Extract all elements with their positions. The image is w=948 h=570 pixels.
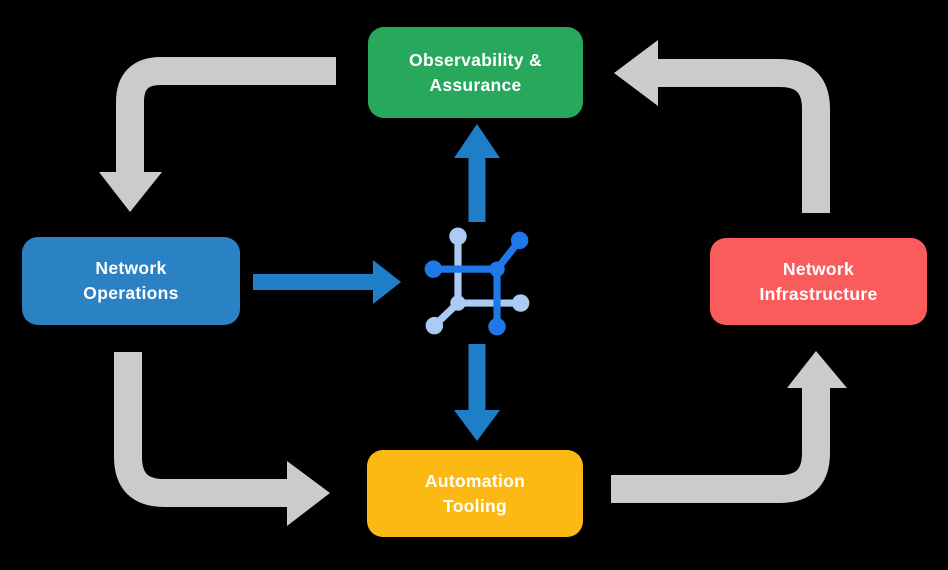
node-automation-tooling: Automation Tooling	[367, 450, 583, 537]
node-label-line: Infrastructure	[759, 283, 878, 304]
icon-light-branch	[425, 227, 530, 335]
arrow-automation-to-infrastructure-shaft	[611, 386, 830, 503]
node-observability-assurance: Observability & Assurance	[368, 27, 583, 118]
node-label-line: Tooling	[443, 495, 507, 516]
node-label-line: Assurance	[429, 74, 522, 95]
node-label-line: Automation	[424, 470, 526, 491]
arrow-operations-to-automation-head	[287, 461, 330, 526]
arrow-observability-to-operations-shaft	[116, 57, 336, 176]
arrow-platform-to-automation-head	[454, 410, 500, 441]
node-label-line: Network	[782, 258, 855, 279]
node-network-operations: Network Operations	[22, 237, 240, 325]
arrow-operations-to-platform-head	[373, 260, 401, 304]
network-platform-icon	[421, 226, 534, 339]
node-network-infrastructure: Network Infrastructure	[710, 238, 927, 325]
icon-dark-branch	[424, 231, 529, 336]
arrow-operations-to-automation-shaft	[114, 352, 289, 507]
arrow-platform-to-observability-head	[454, 124, 500, 158]
arrow-infrastructure-to-observability-head	[614, 40, 658, 106]
arrow-automation-to-infrastructure-head	[787, 351, 847, 388]
node-label-line: Operations	[83, 283, 179, 303]
network-platform-icon-svg	[424, 227, 530, 336]
node-label-line: Network	[95, 258, 167, 279]
arrow-infrastructure-to-observability-shaft	[656, 59, 830, 213]
arrow-observability-to-operations-head	[99, 172, 162, 212]
node-label-line: Observability &	[409, 49, 542, 70]
